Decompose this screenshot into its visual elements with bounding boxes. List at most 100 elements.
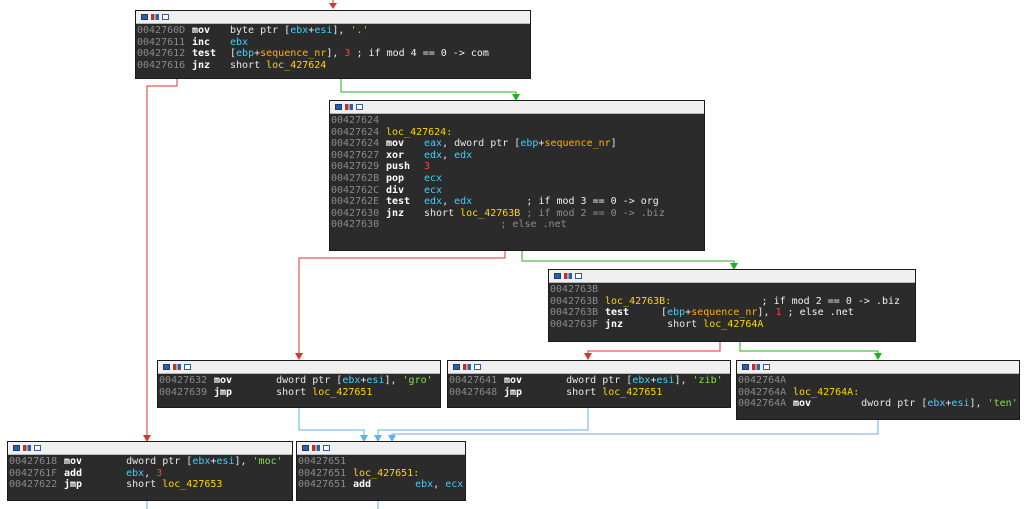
color-icon[interactable] — [323, 445, 330, 451]
label-ref[interactable]: loc_427651 — [602, 386, 663, 398]
text-view-icon[interactable] — [151, 14, 159, 20]
label-ref[interactable]: loc_42763B — [460, 207, 521, 219]
color-icon[interactable] — [184, 364, 191, 370]
register: ebx — [290, 25, 309, 36]
label-ref[interactable]: loc_42764A — [703, 318, 764, 330]
operand: + — [210, 456, 217, 467]
operand: ], — [969, 398, 988, 410]
graph-view-icon[interactable] — [141, 14, 148, 20]
register: edx — [424, 149, 443, 161]
graph-view-icon[interactable] — [335, 104, 342, 110]
variable[interactable]: sequence_nr — [260, 48, 327, 60]
text-view-icon[interactable] — [345, 104, 353, 110]
label-ref[interactable]: loc_427653 — [162, 479, 223, 491]
instruction-line[interactable]: 00427651 — [298, 456, 465, 468]
color-icon[interactable] — [575, 273, 582, 279]
graph-view-icon[interactable] — [163, 364, 170, 370]
block-titlebar[interactable] — [8, 442, 292, 455]
block-titlebar[interactable] — [330, 101, 704, 114]
mnemonic: test — [605, 307, 630, 319]
address: 00427624 — [331, 138, 380, 150]
text-view-icon[interactable] — [312, 445, 320, 451]
address: 0042763B — [550, 307, 599, 319]
instruction-line[interactable]: 0042764A — [738, 375, 1019, 387]
text-view-icon[interactable] — [23, 445, 31, 451]
address: 0042761F — [9, 467, 58, 479]
color-icon[interactable] — [763, 364, 770, 370]
operand: ], — [384, 375, 403, 386]
text-view-icon[interactable] — [173, 364, 181, 370]
block-titlebar[interactable] — [136, 11, 530, 24]
operand: dword ptr [ — [831, 398, 928, 410]
label-ref[interactable]: loc_427624 — [266, 59, 327, 71]
block-titlebar[interactable] — [737, 361, 1019, 374]
register: ebx — [391, 479, 434, 491]
label-ref[interactable]: loc_42763B: — [605, 295, 672, 307]
color-icon[interactable] — [162, 14, 169, 20]
instruction-line[interactable]: 00427630 ; else .net — [331, 219, 704, 231]
text-view-icon[interactable] — [752, 364, 760, 370]
block-titlebar[interactable] — [297, 442, 465, 455]
label-ref[interactable]: loc_427624: — [386, 126, 453, 138]
mnemonic: jmp — [64, 479, 83, 491]
text-view-icon[interactable] — [463, 364, 471, 370]
block-titlebar[interactable] — [448, 361, 730, 374]
mnemonic: jmp — [504, 386, 523, 398]
instruction-line[interactable]: 00427624 — [331, 115, 704, 127]
label-ref[interactable]: loc_427651: — [353, 467, 420, 479]
block-titlebar[interactable] — [158, 361, 440, 374]
string-literal: 'gro' — [402, 375, 433, 386]
color-icon[interactable] — [474, 364, 481, 370]
text-view-icon[interactable] — [564, 273, 572, 279]
variable[interactable]: sequence_nr — [691, 307, 758, 319]
mnemonic: mov — [192, 25, 211, 36]
label-ref[interactable]: loc_42764A: — [793, 386, 860, 398]
register: ebx — [192, 456, 211, 467]
block-titlebar[interactable] — [549, 270, 915, 283]
graph-view-icon[interactable] — [453, 364, 460, 370]
color-icon[interactable] — [356, 104, 363, 110]
graph-view-icon[interactable] — [742, 364, 749, 370]
graph-view-icon[interactable] — [13, 445, 20, 451]
color-icon[interactable] — [34, 445, 41, 451]
label-ref[interactable]: loc_427651 — [312, 386, 373, 398]
variable[interactable]: sequence_nr — [544, 138, 611, 150]
graph-view-icon[interactable] — [554, 273, 561, 279]
instruction-line[interactable]: 0042763B — [550, 284, 915, 296]
graph-view-icon[interactable] — [302, 445, 309, 451]
